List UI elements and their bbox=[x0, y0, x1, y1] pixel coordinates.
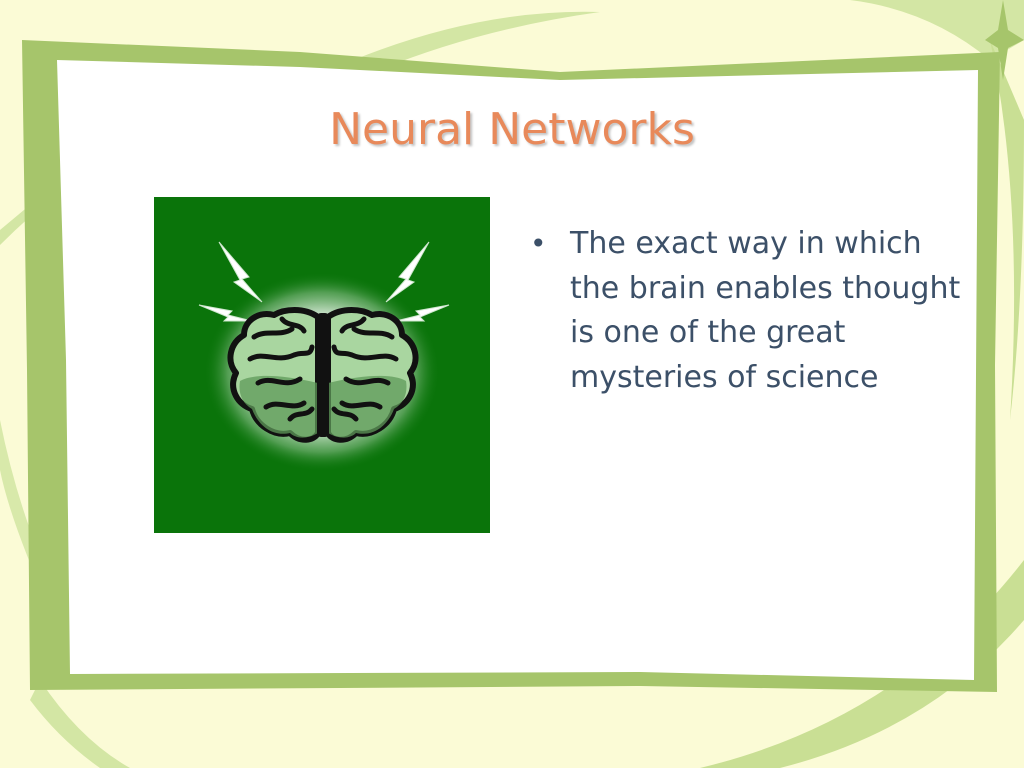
brain-icon bbox=[198, 241, 450, 472]
slide-title: Neural Networks bbox=[329, 104, 695, 155]
lightning-bolt-left-top bbox=[218, 241, 263, 303]
bullet-list: • The exact way in which the brain enabl… bbox=[530, 222, 970, 400]
brain-clipart bbox=[154, 197, 490, 533]
brain-folds-right bbox=[331, 316, 399, 422]
sparkle-top-right bbox=[985, 0, 1024, 80]
brain-shading-right bbox=[328, 375, 407, 438]
swoosh-top-right bbox=[850, 0, 1024, 60]
bullet-marker: • bbox=[530, 227, 547, 260]
bullet-item: • The exact way in which the brain enabl… bbox=[530, 222, 970, 400]
lightning-bolt-right-top bbox=[385, 241, 430, 303]
swoosh-right bbox=[990, 40, 1024, 420]
brain-fissure bbox=[317, 313, 329, 437]
brain-folds-left bbox=[247, 316, 315, 422]
bullet-text: The exact way in which the brain enables… bbox=[570, 226, 961, 395]
swoosh-bottom-left bbox=[30, 680, 130, 768]
brain-shading-left bbox=[239, 375, 318, 438]
